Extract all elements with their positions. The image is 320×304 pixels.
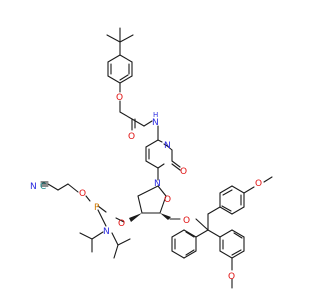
atom-n-amide: N — [152, 118, 159, 128]
atom-p: P — [94, 203, 100, 213]
atom-o-phosphite: O — [118, 219, 125, 229]
phenoxy-ring — [107, 54, 133, 93]
dmt-group — [171, 176, 273, 289]
tert-butyl-group — [106, 27, 134, 56]
atom-n-amine: N — [103, 227, 110, 237]
atom-o-methoxy-top: O — [255, 179, 262, 189]
atom-n-nucleobase: N — [154, 179, 161, 189]
atom-c-nitrile: C — [40, 182, 46, 192]
atom-o-carbonyl: O — [180, 167, 187, 177]
cytosine-ring — [145, 125, 181, 181]
atom-o-methoxy-bottom: O — [228, 272, 235, 282]
atom-o-amide: O — [128, 132, 135, 142]
phosphoramidite-group — [40, 181, 131, 259]
glycolic-amide-linker — [119, 100, 153, 131]
molecule-svg: O O N H N O N O O O O O P O N C N — [30, 27, 273, 289]
atom-o-ring: O — [164, 195, 171, 205]
atom-n-pyrimidine: N — [164, 141, 171, 151]
atom-o-ether: O — [116, 93, 123, 103]
atom-h-amide: H — [153, 111, 158, 119]
atom-o-trityl: O — [183, 216, 190, 226]
molecule-structure: O O N H N O N O O O O O P O N C N — [30, 27, 273, 289]
atom-o-cyanoethyl: O — [79, 189, 86, 199]
deoxyribose-ring — [129, 185, 171, 222]
atom-n-nitrile: N — [30, 182, 37, 192]
